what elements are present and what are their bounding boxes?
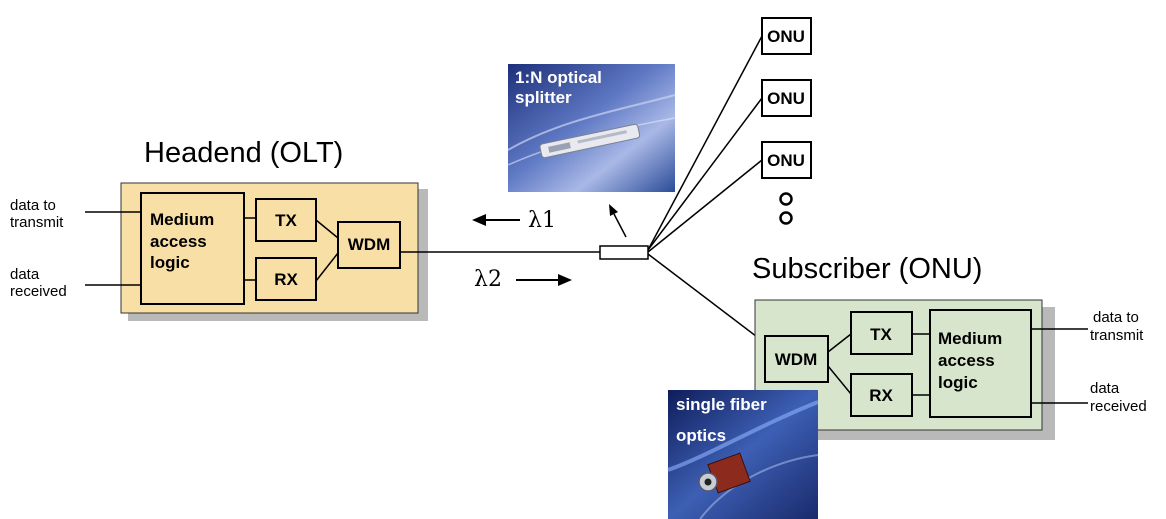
headend-wdm-label: WDM [348,235,390,254]
lambda1-arrow [472,214,520,226]
headend-rx-box [255,257,317,301]
headend-mac-line2: access [150,232,207,251]
headend-input-top-line2: transmit [10,214,64,231]
headend-title: Headend (OLT) [144,137,343,169]
onu-box-3 [761,141,812,179]
fiber-to-onu-2 [647,97,763,251]
splitter-photo-bg [508,64,675,192]
lambda2-label: λ2 [474,267,502,292]
fiber-to-subscriber [647,253,766,344]
onu-label-3: ONU [767,151,805,170]
onu-stack: ONU ONU ONU [761,17,812,225]
splitter-photo-label-line2: splitter [515,88,572,107]
subscriber-title: Subscriber (ONU) [752,253,982,285]
splitter-photo: 1:N optical splitter [507,64,676,192]
lambda1-label: λ1 [528,208,556,233]
onu-label-1: ONU [767,27,805,46]
subscriber-mac-box [929,309,1032,418]
splitter-device-image [539,123,641,159]
subscriber-wdm-rx-link [827,365,852,395]
subscriber-tx-label: TX [870,325,892,344]
fiber-connector-image [698,452,751,494]
lambda2-arrow [516,274,572,286]
headend-mac-line3: logic [150,253,190,272]
subscriber-mac-line1: Medium [938,329,1002,348]
onu-box-2 [761,79,812,117]
headend-rx-wdm-link [315,252,339,282]
headend-tx-wdm-link [315,219,339,239]
subscriber-tx-box [850,311,913,355]
subscriber-rx-label: RX [869,386,893,405]
subscriber-wdm-box [764,335,829,383]
subscriber-output-top-line2: transmit [1090,327,1144,344]
ellipsis-dot-2 [779,211,793,225]
splitter-pointer-arrow [609,204,627,238]
fiber-photo-label-line1: single fiber [676,395,767,414]
subscriber-output-bottom-line1: data [1090,380,1120,397]
fiber-optics-photo: single fiber optics [667,390,819,519]
subscriber-wdm-tx-link [827,333,852,353]
headend-input-bottom-line1: data [10,266,40,283]
fiber-photo-label-line2: optics [676,426,726,445]
headend-input-bottom-line2: received [10,283,67,300]
splitter-fiber-strand [507,94,676,151]
onu-label-2: ONU [767,89,805,108]
fiber-cable-image [667,400,819,472]
headend-mac-box [140,192,245,305]
fiber-network: λ1 λ2 [400,35,766,344]
headend-tx-label: TX [275,211,297,230]
ellipsis-dot-1 [779,192,793,206]
headend-rx-label: RX [274,270,298,289]
subscriber-mac-line2: access [938,351,995,370]
onu-box-1 [761,17,812,55]
headend-wdm-box [337,221,401,269]
subscriber-output-top-line1: data to [1093,309,1139,326]
headend-input-top-line1: data to [10,197,56,214]
headend-panel [120,182,419,314]
headend-mac-line1: Medium [150,210,214,229]
headend-olt: Headend (OLT) Medium access logic TX RX … [10,137,428,321]
subscriber-wdm-label: WDM [775,350,817,369]
fiber-to-onu-3 [647,159,763,253]
fiber-to-onu-1 [647,35,763,251]
subscriber-mac-line3: logic [938,373,978,392]
subscriber-output-bottom-line2: received [1090,398,1147,415]
splitter-photo-label-line1: 1:N optical [515,68,602,87]
fiber-cable-image-2 [699,454,819,519]
splitter-symbol [599,245,649,260]
